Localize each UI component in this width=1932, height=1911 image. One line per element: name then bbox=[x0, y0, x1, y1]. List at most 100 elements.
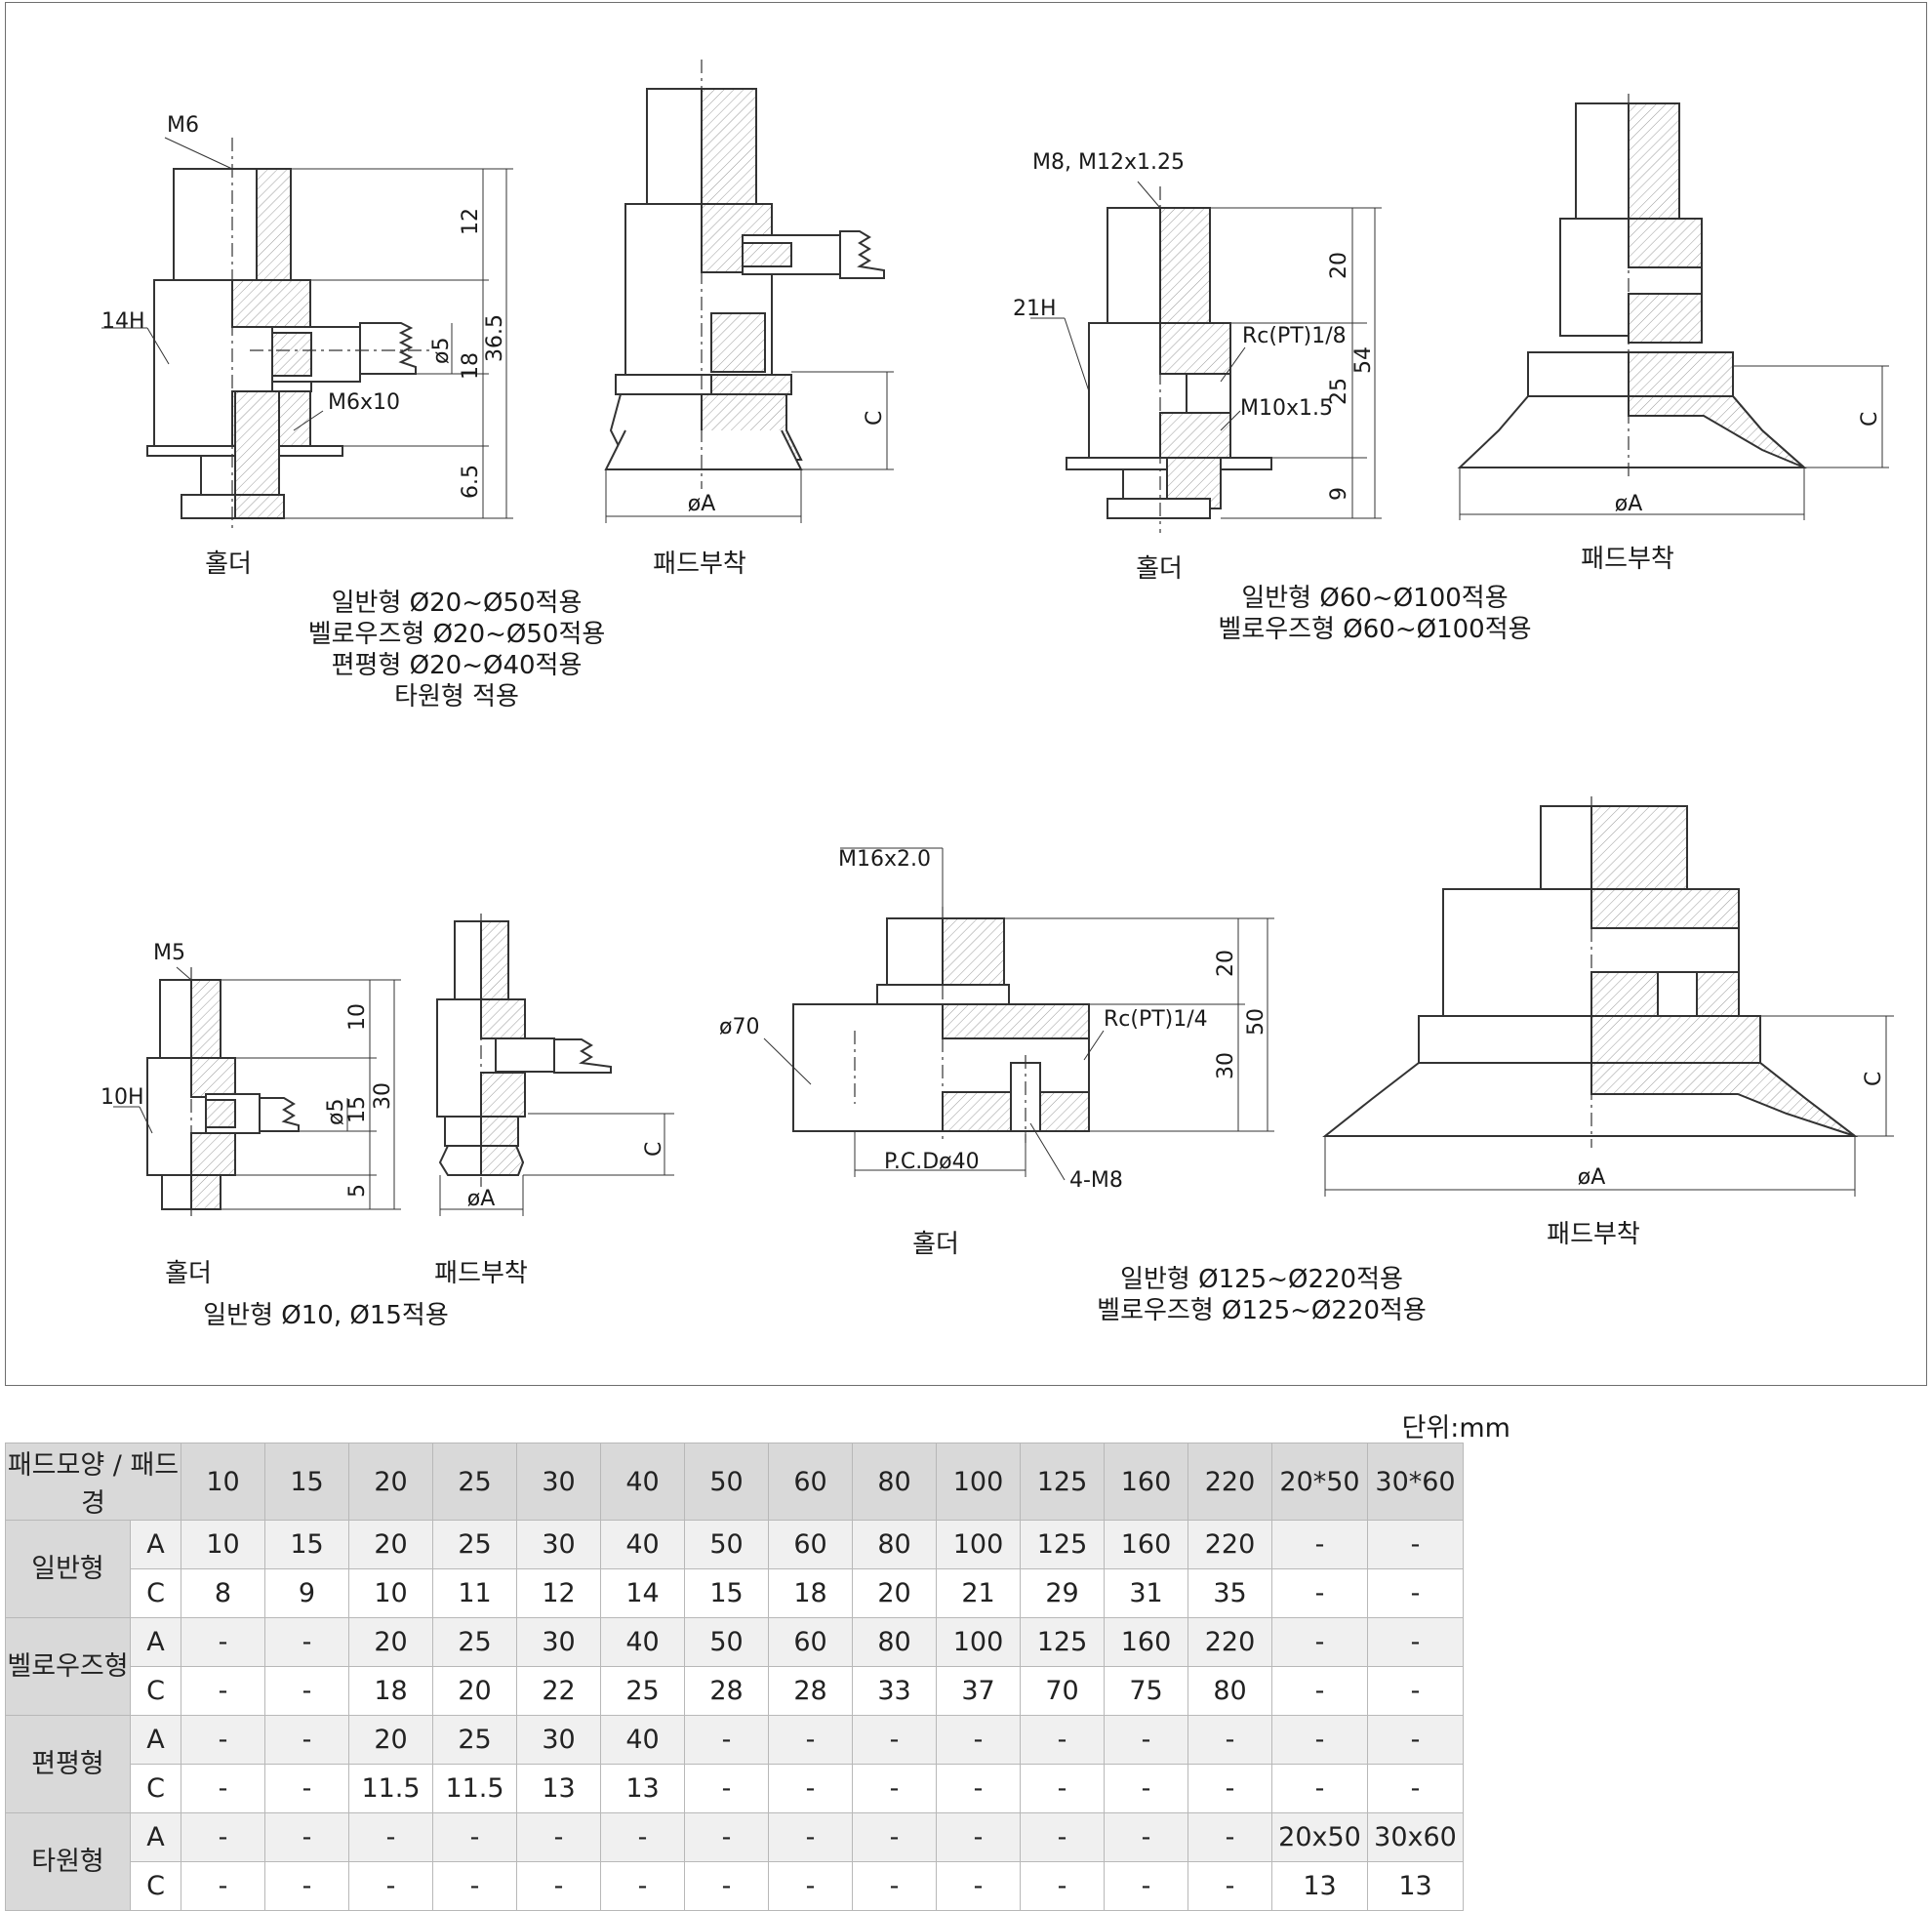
large-pad-dimlines bbox=[1324, 1015, 1894, 1197]
large-holder-dim-bottom: 30 bbox=[1214, 1052, 1238, 1079]
table-cell: - bbox=[1367, 1520, 1464, 1569]
small-pad-a-label: øA bbox=[688, 492, 716, 516]
table-cell: - bbox=[1187, 1715, 1272, 1765]
technical-drawing: M6 14H M6x10 ø5 12 36.5 18 6.5 홀더 C øA 패… bbox=[101, 60, 1894, 1330]
table-cell: - bbox=[1367, 1568, 1464, 1618]
table-cell: - bbox=[936, 1764, 1021, 1813]
table-cell: 25 bbox=[432, 1520, 517, 1569]
table-cell: - bbox=[264, 1617, 349, 1667]
medium-holder-port-label: Rc(PT)1/8 bbox=[1242, 324, 1347, 348]
mini-holder-dimlines bbox=[113, 966, 401, 1210]
table-cell: 20 bbox=[348, 1715, 433, 1765]
small-holder-dimlines bbox=[101, 137, 513, 519]
table-cell: - bbox=[936, 1861, 1021, 1911]
large-holder-outline bbox=[792, 907, 1090, 1143]
table-cell: 30 bbox=[516, 1520, 601, 1569]
table-cell: - bbox=[1271, 1617, 1368, 1667]
table-cell: 125 bbox=[1020, 1520, 1105, 1569]
mini-holder-dim-mid: 15 bbox=[345, 1096, 370, 1123]
medium-holder-caption: 홀더 bbox=[1136, 554, 1183, 584]
table-group-label: 타원형 bbox=[5, 1812, 131, 1911]
table-cell: - bbox=[768, 1812, 853, 1862]
medium-holder-outline bbox=[1066, 186, 1272, 533]
mini-holder-dim-total: 30 bbox=[371, 1082, 395, 1110]
table-row-key: C bbox=[130, 1764, 181, 1813]
table-cell: - bbox=[181, 1666, 265, 1716]
table-cell: 10 bbox=[348, 1568, 433, 1618]
table-cell: - bbox=[181, 1617, 265, 1667]
small-applies-3: 편평형 Ø20~Ø40적용 bbox=[332, 651, 583, 680]
table-cell: - bbox=[1367, 1715, 1464, 1765]
table-cell: 9 bbox=[264, 1568, 349, 1618]
table-cell: 80 bbox=[852, 1520, 937, 1569]
table-cell: 13 bbox=[516, 1764, 601, 1813]
medium-holder-hex-label: 21H bbox=[1013, 297, 1057, 321]
large-holder-bolt-label: 4-M8 bbox=[1069, 1168, 1123, 1193]
table-header-row: 패드모양 / 패드경 10 15 20 25 30 40 50 60 80 10… bbox=[5, 1443, 1464, 1521]
table-cell: 100 bbox=[936, 1617, 1021, 1667]
table-cell: - bbox=[1020, 1715, 1105, 1765]
mini-pad-a-label: øA bbox=[467, 1187, 496, 1211]
table-cell: - bbox=[1367, 1764, 1464, 1813]
mini-applies-1: 일반형 Ø10, Ø15적용 bbox=[203, 1301, 449, 1330]
mini-holder-tube-label: ø5 bbox=[324, 1099, 348, 1125]
table-header-cell: 160 bbox=[1104, 1443, 1188, 1521]
table-cell: - bbox=[852, 1812, 937, 1862]
large-holder-diameter-label: ø70 bbox=[719, 1015, 759, 1039]
table-cell: - bbox=[432, 1861, 517, 1911]
table-cell: - bbox=[432, 1812, 517, 1862]
large-pad-a-label: øA bbox=[1578, 1165, 1606, 1190]
table-header-cell: 60 bbox=[768, 1443, 853, 1521]
table-cell: 28 bbox=[684, 1666, 769, 1716]
table-row-key: A bbox=[130, 1812, 181, 1862]
table-cell: - bbox=[684, 1715, 769, 1765]
table-header-cell: 20*50 bbox=[1271, 1443, 1368, 1521]
table-cell: - bbox=[936, 1715, 1021, 1765]
table-cell: - bbox=[1104, 1861, 1188, 1911]
unit-label: 단위:mm bbox=[1401, 1413, 1510, 1443]
table-cell: - bbox=[516, 1861, 601, 1911]
table-header-cell: 100 bbox=[936, 1443, 1021, 1521]
large-holder-port-label: Rc(PT)1/4 bbox=[1104, 1007, 1208, 1032]
table-cell: - bbox=[181, 1812, 265, 1862]
mini-holder-outline bbox=[146, 967, 300, 1216]
small-pad-dimlines bbox=[605, 371, 894, 523]
table-cell: 13 bbox=[1367, 1861, 1464, 1911]
medium-pad-caption: 패드부착 bbox=[1581, 545, 1674, 574]
table-cell: 22 bbox=[516, 1666, 601, 1716]
small-pad-caption: 패드부착 bbox=[653, 549, 746, 579]
table-cell: 10 bbox=[181, 1520, 265, 1569]
small-holder-dim-top: 12 bbox=[459, 208, 483, 235]
table-cell: 25 bbox=[432, 1715, 517, 1765]
mini-holder-dim-top: 10 bbox=[345, 1003, 370, 1031]
medium-holder-dim-mid: 25 bbox=[1327, 378, 1351, 405]
table-cell: - bbox=[1020, 1812, 1105, 1862]
table-header-cell: 80 bbox=[852, 1443, 937, 1521]
table-cell: 13 bbox=[1271, 1861, 1368, 1911]
table-header-cell: 30*60 bbox=[1367, 1443, 1464, 1521]
table-row-key: A bbox=[130, 1617, 181, 1667]
table-header-cell: 30 bbox=[516, 1443, 601, 1521]
medium-holder-dimlines bbox=[1030, 181, 1382, 519]
large-holder-thread-label: M16x2.0 bbox=[838, 847, 931, 872]
large-pad-c-label: C bbox=[1862, 1072, 1886, 1086]
table-cell: 37 bbox=[936, 1666, 1021, 1716]
large-holder-dim-total: 50 bbox=[1244, 1008, 1268, 1036]
table-header-cell: 220 bbox=[1187, 1443, 1272, 1521]
table-cell: 20 bbox=[432, 1666, 517, 1716]
table-header-label: 패드모양 / 패드경 bbox=[5, 1443, 181, 1521]
table-header-cell: 15 bbox=[264, 1443, 349, 1521]
table-cell: 20 bbox=[852, 1568, 937, 1618]
large-applies-1: 일반형 Ø125~Ø220적용 bbox=[1120, 1265, 1403, 1294]
table-cell: - bbox=[684, 1764, 769, 1813]
table-cell: 40 bbox=[600, 1715, 685, 1765]
table-cell: 80 bbox=[852, 1617, 937, 1667]
small-pad-c-label: C bbox=[863, 411, 887, 426]
table-header-cell: 10 bbox=[181, 1443, 265, 1521]
table-cell: - bbox=[348, 1812, 433, 1862]
table-header-cell: 40 bbox=[600, 1443, 685, 1521]
